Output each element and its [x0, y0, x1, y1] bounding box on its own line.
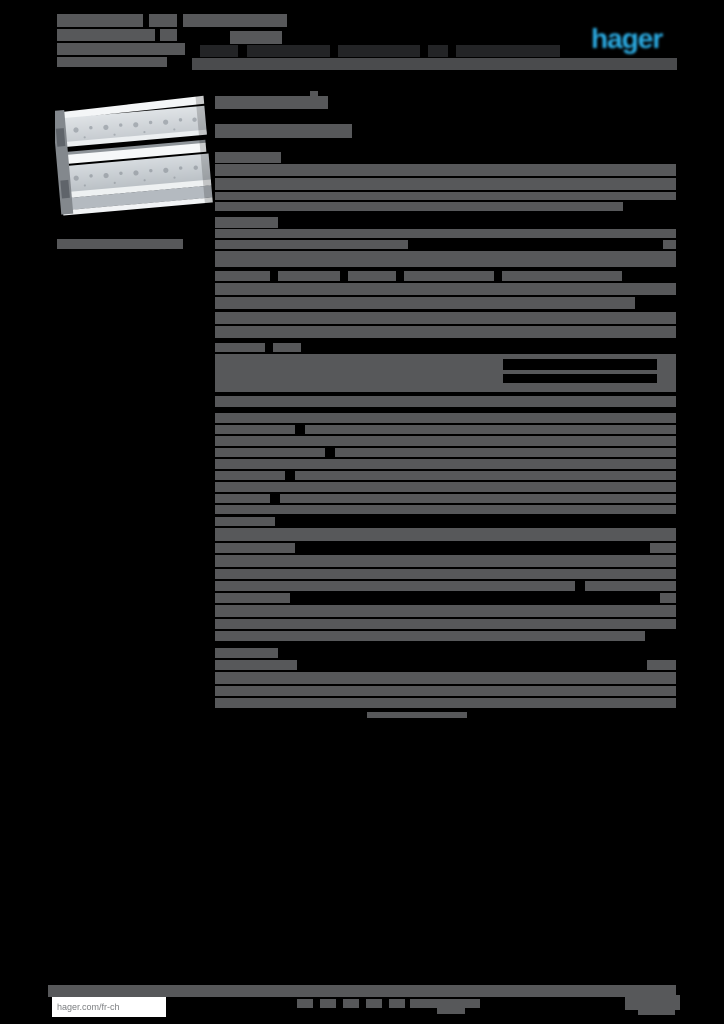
redacted-text-bar [215, 96, 328, 109]
redacted-text-bar [215, 164, 676, 176]
redacted-text-bar [215, 436, 676, 446]
redacted-text-bar [660, 593, 676, 603]
title-text-bar [160, 29, 177, 41]
redacted-text-bar [215, 271, 270, 281]
footer-url: hager.com/fr-ch [52, 997, 166, 1017]
redacted-text-bar [215, 528, 676, 541]
redacted-text-bar [215, 648, 278, 658]
redacted-text-bar [367, 712, 467, 718]
redacted-text-bar [215, 312, 676, 324]
redacted-text-bar [215, 396, 676, 407]
rail-assembly [55, 91, 215, 216]
footer-cert-mark [410, 999, 480, 1008]
redacted-text-bar [348, 271, 396, 281]
redacted-text-bar [215, 517, 275, 526]
footer-page-bar [638, 1010, 675, 1015]
redacted-text-bar [503, 359, 657, 370]
title-text-bar [230, 31, 282, 44]
reference-text-bar [428, 45, 448, 57]
product-photo [55, 91, 215, 216]
footer-band-bar [48, 985, 676, 997]
reference-text-bar [338, 45, 420, 57]
redacted-text-bar [215, 555, 676, 567]
redacted-text-bar [503, 374, 657, 383]
redacted-text-bar [215, 619, 676, 629]
redacted-text-bar [273, 343, 301, 352]
redacted-text-bar [215, 581, 575, 591]
redacted-text-bar [502, 271, 622, 281]
footer-cert-mark [366, 999, 382, 1008]
redacted-text-bar [215, 686, 676, 696]
title-text-bar [149, 14, 177, 27]
redacted-text-bar [404, 271, 494, 281]
redacted-text-bar [280, 494, 676, 503]
reference-text-bar [247, 45, 330, 57]
redacted-text-bar [215, 217, 278, 228]
redacted-text-bar [215, 698, 676, 708]
redacted-text-bar [215, 297, 635, 309]
footer-cert-mark [343, 999, 359, 1008]
redacted-text-bar [215, 482, 676, 492]
redacted-text-bar [215, 593, 290, 603]
footer-cert-mark [320, 999, 336, 1008]
hager-logo: hager [591, 23, 663, 54]
redacted-text-bar [215, 494, 270, 503]
redacted-text-bar [215, 343, 265, 352]
redacted-text-bar [215, 425, 295, 434]
redacted-text-bar [585, 581, 676, 591]
redacted-text-bar [215, 660, 297, 670]
footer-page-bar [625, 995, 680, 1010]
title-text-bar [57, 14, 143, 27]
redacted-text-bar [215, 448, 325, 457]
redacted-text-bar [215, 192, 676, 200]
redacted-text-bar [215, 471, 285, 480]
footer-cert-mark [297, 999, 313, 1008]
footer-cert-mark [389, 999, 405, 1008]
redacted-text-bar [215, 326, 676, 338]
redacted-text-bar [278, 271, 340, 281]
redacted-text-bar [305, 425, 676, 434]
redacted-text-bar [215, 251, 676, 267]
redacted-text-bar [215, 283, 676, 295]
redacted-text-bar [215, 413, 676, 423]
redacted-text-bar [215, 631, 645, 641]
reference-text-bar [456, 45, 560, 57]
redacted-text-bar [215, 459, 676, 469]
title-text-bar [57, 43, 185, 55]
redacted-text-bar [215, 124, 352, 138]
header-band-bar [192, 58, 677, 70]
title-text-bar [57, 29, 155, 41]
redacted-text-bar [215, 569, 676, 579]
redacted-text-bar [215, 202, 623, 211]
redacted-text-bar [295, 471, 676, 480]
redacted-text-bar [647, 660, 676, 670]
redacted-text-bar [215, 152, 281, 163]
redacted-text-bar [215, 178, 676, 190]
redacted-text-bar [215, 229, 676, 238]
title-text-bar [57, 57, 167, 67]
redacted-text-bar [215, 505, 676, 514]
reference-text-bar [200, 45, 238, 57]
redacted-text-bar [215, 543, 295, 553]
redacted-text-bar [215, 240, 408, 249]
redacted-text-bar [335, 448, 676, 457]
redacted-text-bar [650, 543, 676, 553]
redacted-text-bar [215, 605, 676, 617]
caption-text-bar [57, 239, 183, 249]
redacted-text-bar [663, 240, 676, 249]
redacted-text-bar [215, 672, 676, 684]
footer-cert-mark [437, 1008, 465, 1014]
redacted-text-bar [310, 91, 318, 96]
title-text-bar [183, 14, 287, 27]
